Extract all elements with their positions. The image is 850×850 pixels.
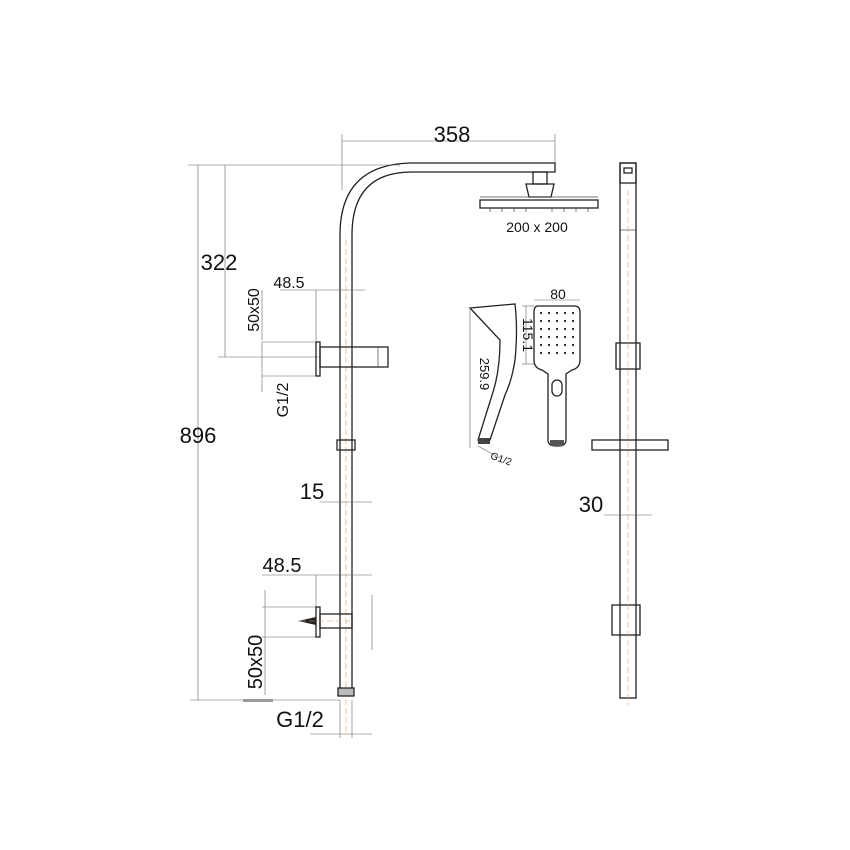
nozzle-dot [548,320,550,322]
nozzle-dot [556,320,558,322]
nozzle-dot [564,312,566,314]
nozzle-dot [572,344,574,346]
head-size-label: 200 x 200 [506,219,568,235]
nozzle-dot [564,336,566,338]
nozzle-dot [556,336,558,338]
nozzle-dot [540,320,542,322]
hand-head-length-label: 115.1 [520,318,536,352]
rail-diameter-label: 15 [300,479,324,504]
arm-length-dimension [341,134,556,190]
nozzle-dot [572,328,574,330]
nozzle-dot [564,320,566,322]
nozzle-dot [548,352,550,354]
lower-wall-bracket [262,574,373,738]
nozzle-dot [556,328,558,330]
nozzle-dot [548,336,550,338]
nozzle-dot [548,312,550,314]
nozzle-dot [572,336,574,338]
hand-length-label: 259.9 [477,358,492,391]
nozzle-dot [564,352,566,354]
nozzle-dot [540,344,542,346]
nozzle-dot [540,328,542,330]
lower-plate-label: 50x50 [245,635,267,690]
upper-wall-bracket [261,289,389,392]
inlet-thread-label: G1/2 [276,707,324,732]
arm-length-label: 358 [434,122,471,147]
nozzle-dot [564,344,566,346]
hand-shower-side-view [468,303,518,459]
upper-thread-label: G1/2 [275,383,292,418]
nozzle-dot [540,336,542,338]
nozzle-dot [556,352,558,354]
nozzle-dot [572,352,574,354]
hand-width-label: 80 [550,286,566,302]
upper-plate-label: 50x50 [246,288,263,332]
side-width-label: 30 [579,492,603,517]
front-view-riser [337,162,556,735]
nozzle-dot [540,312,542,314]
hand-thread-label: G1/2 [489,451,514,469]
height-dimensions [188,164,400,702]
side-view-rail [591,162,669,705]
nozzle-dot [572,312,574,314]
total-height-label: 896 [180,423,217,448]
nozzle-dot [540,352,542,354]
overhead-shower-head [479,171,599,212]
nozzle-dot [556,344,558,346]
upper-height-label: 322 [201,250,238,275]
nozzle-dot [572,320,574,322]
nozzle-dot [548,328,550,330]
front-slider [336,439,356,451]
nozzle-dot [556,312,558,314]
lower-offset-label: 48.5 [263,555,302,577]
upper-offset-label: 48.5 [273,275,304,292]
nozzle-dot [564,328,566,330]
nozzle-dot [548,344,550,346]
hand-shower-front-view [522,299,581,447]
